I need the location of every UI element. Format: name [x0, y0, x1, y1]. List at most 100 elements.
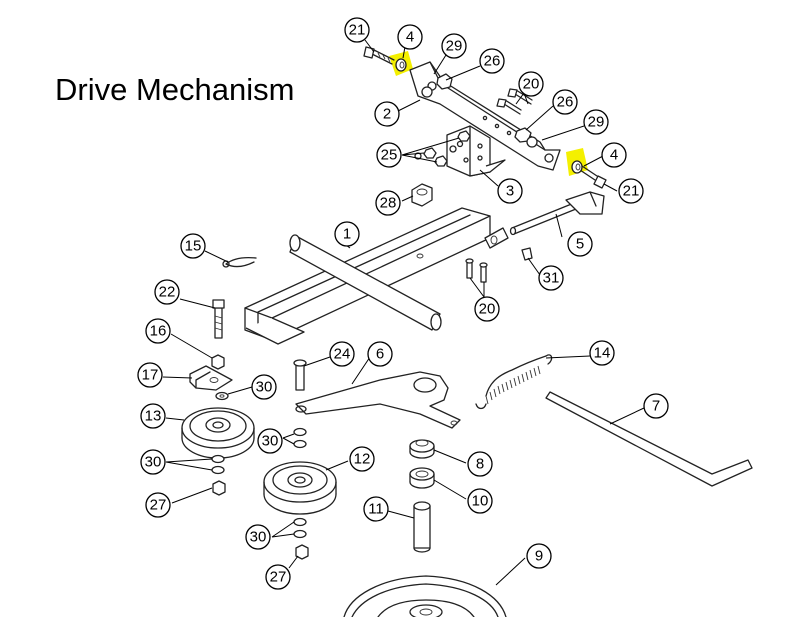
callout-4-top-label: 4: [406, 29, 414, 46]
callout-10-label: 10: [472, 493, 489, 510]
part-2-bracket-bar: [409, 61, 561, 171]
diagram-title: Drive Mechanism: [55, 72, 295, 107]
callout-27-lower-label: 27: [270, 569, 287, 586]
part-13-idler-pulley: [181, 407, 255, 459]
callout-30-lower-circle: [245, 524, 271, 550]
callout-31-label: 31: [543, 270, 560, 287]
callout-4-right-label: 4: [610, 147, 618, 164]
callout-17: 17: [137, 362, 163, 388]
callout-29-right: 29: [583, 109, 609, 135]
callout-26-top-label: 26: [484, 53, 501, 70]
callout-22: 22: [154, 279, 180, 305]
part-20-bolts-lower: [465, 258, 488, 283]
callout-5-circle: [567, 231, 593, 257]
part-9-large-pulley: [343, 575, 507, 617]
part-4-spacer-top: [395, 58, 407, 72]
callout-26-right-label: 26: [557, 94, 574, 111]
callout-4-right: 4: [601, 142, 627, 168]
callout-30-left: 30: [140, 449, 166, 475]
callout-30-upper: 30: [251, 374, 277, 400]
callout-7: 7: [643, 393, 669, 419]
callout-30-lower: 30: [245, 524, 271, 550]
callout-20-top-label: 20: [523, 76, 540, 93]
callout-20-lower-circle: [474, 296, 500, 322]
callout-7-circle: [643, 393, 669, 419]
callout-11: 11: [363, 496, 389, 522]
callout-20-top-circle: [518, 71, 544, 97]
callout-6-label: 6: [376, 346, 384, 363]
callout-2: 2: [374, 101, 400, 127]
callout-21-right-label: 21: [623, 183, 640, 200]
callout-4-top: 4: [397, 24, 423, 50]
callout-16: 16: [145, 318, 171, 344]
callout-13-circle: [140, 403, 166, 429]
callout-29-top-label: 29: [446, 38, 463, 55]
callout-12-circle: [349, 446, 375, 472]
callout-9-label: 9: [535, 548, 543, 565]
callout-22-label: 22: [159, 284, 176, 301]
callout-2-label: 2: [383, 106, 391, 123]
callout-28: 28: [375, 190, 401, 216]
part-29-26-nuts-left: [421, 73, 453, 98]
callout-30-left-circle: [140, 449, 166, 475]
callout-29-top-circle: [441, 33, 467, 59]
callout-7-label: 7: [652, 398, 660, 415]
callout-26-top-circle: [479, 48, 505, 74]
callout-24-circle: [329, 341, 355, 367]
callout-8-label: 8: [476, 456, 484, 473]
callout-4-right-circle: [601, 142, 627, 168]
callout-26-right-circle: [552, 89, 578, 115]
part-15-hair-pin-clip: [222, 256, 257, 268]
callout-27-left-circle: [145, 492, 171, 518]
callout-31: 31: [538, 265, 564, 291]
callout-12-label: 12: [354, 451, 371, 468]
part-10-bearing: [409, 467, 435, 489]
callout-2-circle: [374, 101, 400, 127]
callout-29-right-label: 29: [588, 114, 605, 131]
callout-14: 14: [589, 340, 615, 366]
part-5-shift-rod: [509, 191, 605, 236]
callout-21-top-circle: [344, 17, 370, 43]
callout-11-label: 11: [368, 501, 384, 518]
part-1-frame-channel: [244, 207, 509, 345]
callout-10: 10: [467, 488, 493, 514]
callout-8-circle: [467, 451, 493, 477]
callout-20-lower: 20: [474, 296, 500, 322]
callout-15-circle: [180, 233, 206, 259]
callout-30-left-label: 30: [145, 454, 162, 471]
callout-5-label: 5: [576, 236, 584, 253]
callout-13: 13: [140, 403, 166, 429]
callout-4-top-circle: [397, 24, 423, 50]
callout-21-top-label: 21: [349, 22, 366, 39]
part-24-shoulder-bolt: [293, 359, 307, 391]
callout-11-circle: [363, 496, 389, 522]
callout-27-lower-circle: [265, 564, 291, 590]
part-6-idler-arm: [295, 371, 461, 429]
callout-21-right: 21: [618, 178, 644, 204]
part-30-washers-lower: [293, 517, 307, 539]
callout-17-circle: [137, 362, 163, 388]
callout-9-circle: [526, 543, 552, 569]
callout-8: 8: [467, 451, 493, 477]
part-21-bolt-right: [579, 165, 607, 189]
callout-28-label: 28: [380, 195, 397, 212]
callout-6-circle: [367, 341, 393, 367]
callout-21-right-circle: [618, 178, 644, 204]
callout-1-label: 1: [343, 226, 351, 243]
part-27-nut-lower: [295, 544, 309, 560]
callout-30-middle: 30: [257, 428, 283, 454]
callout-21-top: 21: [344, 17, 370, 43]
callout-3-circle: [497, 178, 523, 204]
callout-14-label: 14: [594, 345, 611, 362]
callout-13-label: 13: [145, 408, 162, 425]
part-27-nut-left: [212, 480, 226, 496]
callout-26-top: 26: [479, 48, 505, 74]
callout-24-label: 24: [334, 346, 351, 363]
part-14-extension-spring: [475, 354, 553, 410]
part-31-set-screw: [521, 247, 533, 261]
part-30-washers-middle: [293, 427, 307, 449]
callout-30-middle-label: 30: [262, 433, 279, 450]
part-29-26-nuts-right: [514, 127, 538, 148]
